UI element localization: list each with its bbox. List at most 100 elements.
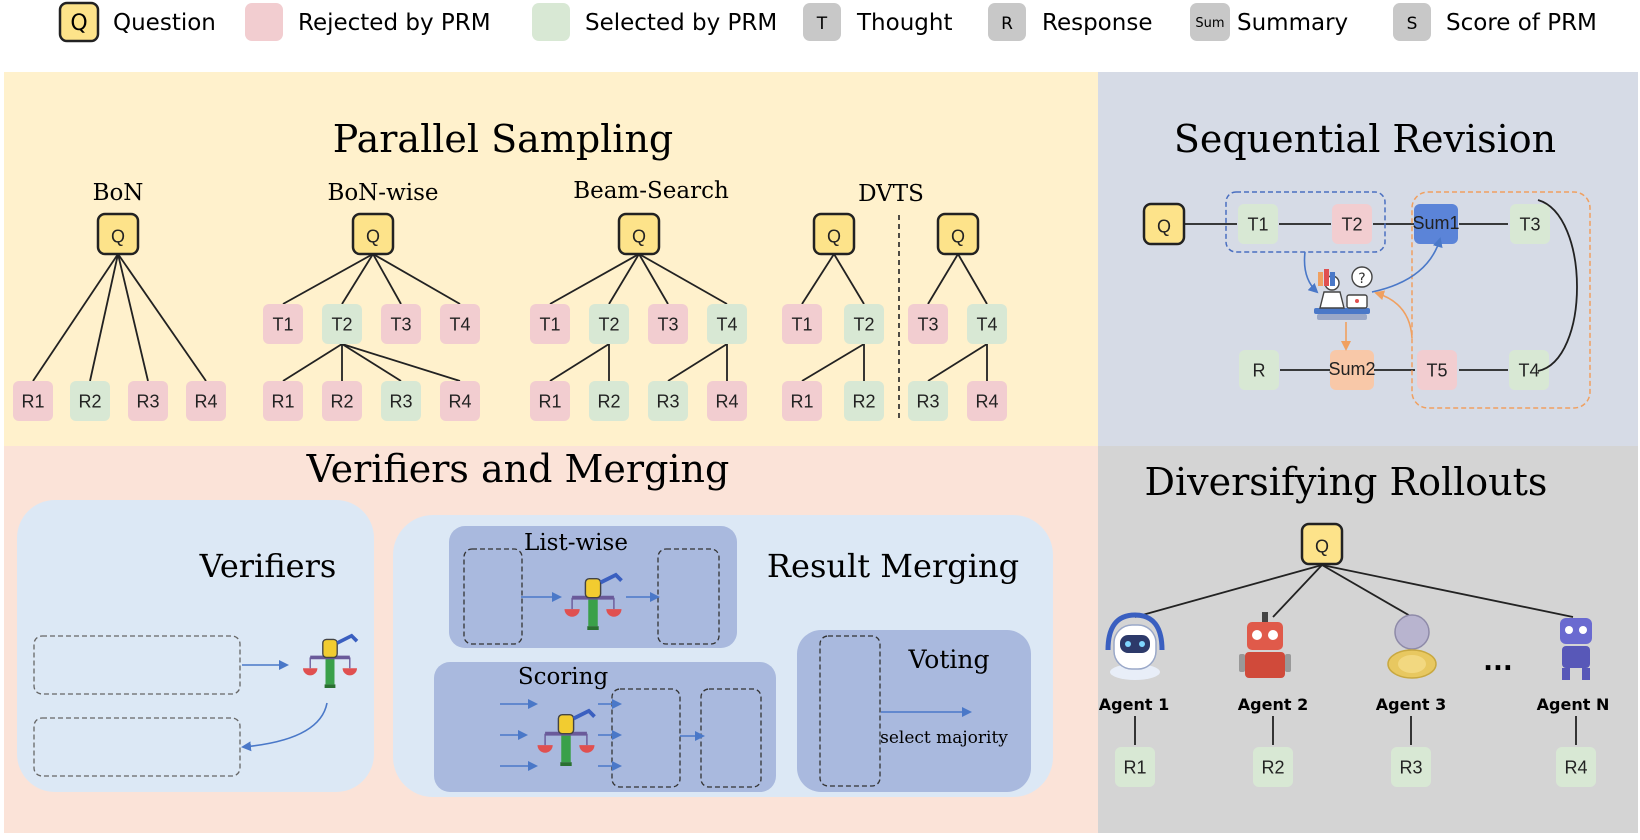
legend-label-selected: Selected by PRM (585, 10, 777, 36)
listwise-scale-icon (564, 572, 623, 630)
legend-swatch-question (58, 1, 100, 43)
dvts-response-2: R3 (908, 381, 948, 421)
bon-question-node-label: Q (111, 227, 125, 247)
beam-question-node-label: Q (632, 227, 646, 247)
legend-swatch-rejected (245, 3, 283, 41)
dvts-response-3: R4 (967, 381, 1007, 421)
seq-t5-node-label: T5 (1426, 360, 1447, 380)
bonwise-thought-2: T3 (381, 304, 421, 344)
legend-swatch-thought (803, 3, 841, 41)
seq-question-node-box (1142, 202, 1186, 246)
bonwise-edge-t3 (372, 253, 461, 305)
legend-symbol-response: R (1001, 14, 1013, 34)
rollout-response-1: R2 (1253, 747, 1293, 787)
seq-question-node-label: Q (1157, 217, 1171, 237)
sequential-revision-title: Sequential Revision (1174, 117, 1556, 161)
bonwise-thought-1-label: T2 (331, 314, 352, 334)
beam-response-2-label: R3 (656, 391, 679, 411)
seq-t1-node-label: T1 (1247, 214, 1268, 234)
beam-thought-2: T3 (648, 304, 688, 344)
method-bon-wise-label: BoN-wise (327, 180, 438, 206)
seq-sum1-node-box (1414, 204, 1458, 244)
beam-edge-r0 (549, 343, 610, 382)
seq-r-node-box (1239, 350, 1279, 390)
bon-response-3: R4 (186, 381, 226, 421)
legend-item-summary: Sum Summary (1190, 3, 1348, 41)
seq-sum1-node: Sum1 (1412, 204, 1460, 244)
seq-t3-node-box (1510, 204, 1550, 244)
beam-response-1: R2 (589, 381, 629, 421)
seq-sum2-node-label: Sum2 (1328, 359, 1375, 379)
beam-thought-0-box (530, 304, 570, 344)
bon-response-2: R3 (128, 381, 168, 421)
dvts-thought-0-box (782, 304, 822, 344)
rollout-edge-agent-0 (1134, 564, 1323, 618)
bonwise-question-node-box (351, 212, 395, 256)
rollout-question-node-label: Q (1315, 537, 1329, 557)
seq-t5-node-box (1417, 350, 1457, 390)
legend-item-score: S Score of PRM (1393, 3, 1597, 41)
legend-symbol-score: S (1407, 14, 1418, 34)
beam-edge-r2 (667, 343, 728, 382)
beam-response-3: R4 (707, 381, 747, 421)
legend-symbol-summary: Sum (1195, 16, 1224, 31)
bonwise-thought-3-label: T4 (449, 314, 470, 334)
beam-response-0-label: R1 (538, 391, 561, 411)
bonwise-edge-t1 (341, 253, 374, 305)
beam-response-0: R1 (530, 381, 570, 421)
bon-response-1-label: R2 (78, 391, 101, 411)
rollout-response-3-label: R4 (1564, 757, 1587, 777)
seq-t3-node: T3 (1510, 204, 1550, 244)
bonwise-edge-r0 (282, 343, 343, 382)
verifier-to-results-arrow (241, 702, 328, 752)
scoring-panel (434, 662, 776, 792)
legend-label-summary: Summary (1237, 10, 1348, 36)
beam-edge-t1 (608, 253, 640, 305)
bonwise-response-3: R4 (440, 381, 480, 421)
legend-swatch-selected (532, 3, 570, 41)
seq-t1-node: T1 (1238, 204, 1278, 244)
bonwise-question-node-label: Q (366, 227, 380, 247)
seq-t4-node-box (1509, 350, 1549, 390)
bonwise-thought-3: T4 (440, 304, 480, 344)
legend-swatch-summary (1190, 3, 1230, 41)
rollout-response-0-box (1115, 747, 1155, 787)
listwise-output-group (657, 548, 720, 645)
agent-3-robot-icon (1387, 614, 1437, 679)
seq-t2-node: T2 (1332, 204, 1372, 244)
bonwise-edge-t0 (282, 253, 374, 305)
beam-response-2: R3 (648, 381, 688, 421)
rollout-response-3: R4 (1556, 747, 1596, 787)
beam-edge-t3 (638, 253, 728, 305)
beam-response-1-box (589, 381, 629, 421)
legend-item-response: R Response (988, 3, 1152, 41)
seq-sum2-node: Sum2 (1328, 350, 1376, 390)
agent-1-label: Agent 1 (1099, 695, 1169, 714)
rollout-question-node-box (1300, 522, 1344, 566)
seq-t2-node-box (1332, 204, 1372, 244)
verifiers-subpanel (17, 500, 374, 792)
bon-edge-3 (117, 253, 207, 382)
dvts-question-node-a: Q (812, 212, 856, 256)
listwise-input-group (463, 548, 523, 645)
dvts-thought-3: T4 (967, 304, 1007, 344)
beam-thought-3-label: T4 (716, 314, 737, 334)
dvts-question-node-b-box (936, 212, 980, 256)
verifiers-title: Verifiers (199, 547, 337, 585)
legend-item-thought: T Thought (803, 3, 952, 41)
rollout-edge-agent-3 (1321, 564, 1574, 618)
legend-item-rejected: Rejected by PRM (245, 3, 491, 41)
bon-response-2-label: R3 (136, 391, 159, 411)
bonwise-thought-1: T2 (322, 304, 362, 344)
t3-to-t4-curve (1537, 199, 1578, 372)
rollout-response-0: R1 (1115, 747, 1155, 787)
legend-label-thought: Thought (856, 10, 952, 36)
bonwise-edge-r2 (341, 343, 402, 382)
agent-n-robot-icon (1560, 618, 1592, 680)
bon-question-node: Q (96, 212, 140, 256)
bonwise-thought-2-label: T3 (390, 314, 411, 334)
dvts-response-2-box (908, 381, 948, 421)
beam-thought-1-label: T2 (598, 314, 619, 334)
